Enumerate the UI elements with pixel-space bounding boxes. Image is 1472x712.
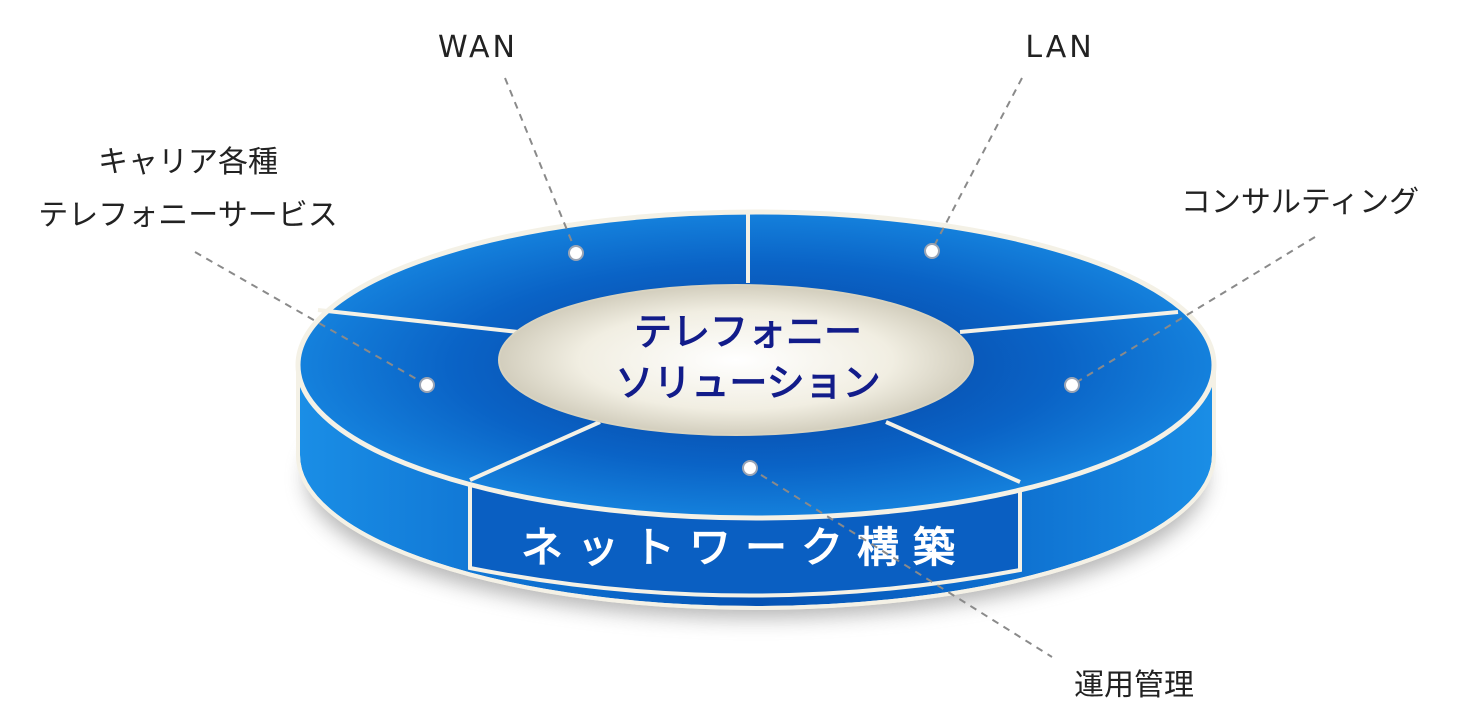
leader-carrier	[194, 251, 428, 386]
label-consulting: コンサルティング	[1181, 185, 1419, 220]
leader-lines	[194, 77, 1316, 658]
label-wan: WAN	[438, 30, 518, 65]
divider-left-bottom	[469, 420, 601, 482]
dot-wan	[568, 245, 584, 261]
label-lan: LAN	[1025, 30, 1094, 65]
divider-right-top	[959, 310, 1179, 334]
marker-dots	[419, 243, 1080, 476]
label-carrier-line1: キャリア各種	[98, 145, 278, 180]
dot-operations	[742, 460, 758, 476]
center-title-line1: テレフォニー	[634, 310, 862, 354]
dot-lan	[924, 243, 940, 259]
label-carrier-line2: テレフォニーサービス	[38, 198, 337, 233]
leader-wan	[504, 77, 577, 253]
dot-carrier	[419, 377, 435, 393]
front-band-label: ネットワーク構築	[521, 523, 969, 572]
divider-right-bottom	[885, 420, 1021, 484]
leader-consulting	[1071, 236, 1316, 386]
divider-left-top	[317, 308, 519, 334]
center-title-line2: ソリューション	[615, 361, 880, 405]
label-operations: 運用管理	[1074, 668, 1194, 703]
center-hub: テレフォニー ソリューション	[498, 284, 974, 436]
leader-lan	[931, 77, 1023, 251]
dot-consulting	[1064, 377, 1080, 393]
